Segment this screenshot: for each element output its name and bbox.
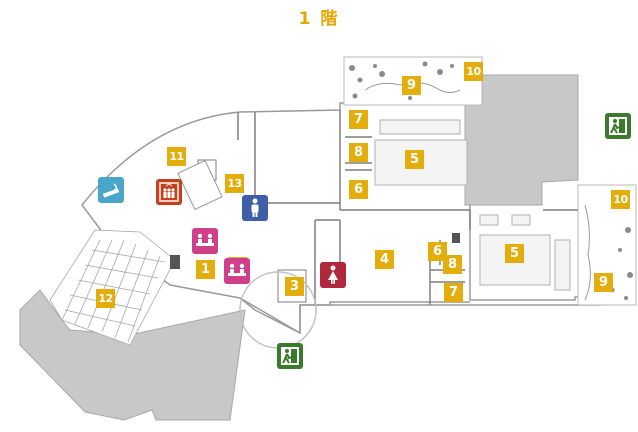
smoking-area-icon: [98, 177, 124, 203]
elevator-icon: [156, 179, 182, 205]
area-label-9: 9: [594, 273, 613, 292]
garden-plants: [349, 61, 633, 300]
stairs: [177, 159, 223, 211]
area-label-9: 9: [402, 76, 421, 95]
floor-title: 1 階: [298, 9, 340, 29]
glass-hall: [49, 229, 176, 346]
women-restroom-icon: [320, 262, 346, 288]
area-label-5: 5: [405, 150, 424, 169]
pillar-1: [452, 233, 460, 243]
emergency-exit-icon: [605, 113, 631, 139]
small-room-3: [277, 269, 307, 303]
interior-walls: [237, 110, 578, 305]
emergency-exit-icon: [277, 343, 303, 369]
area-label-5: 5: [505, 244, 524, 263]
pillar-2: [170, 255, 180, 269]
area-label-6: 6: [349, 180, 368, 199]
area-label-8: 8: [349, 143, 368, 162]
men-restroom-icon: [242, 195, 268, 221]
area-label-7: 7: [349, 110, 368, 129]
area-label-7: 7: [444, 283, 463, 302]
area-label-11: 11: [167, 147, 186, 166]
area-label-12: 12: [96, 289, 115, 308]
area-label-10: 10: [464, 62, 483, 81]
reception-counter-icon: [192, 228, 218, 254]
area-label-1: 1: [196, 260, 215, 279]
area-label-6: 6: [428, 242, 447, 261]
area-label-8: 8: [443, 255, 462, 274]
grey-zone-southwest: [19, 289, 246, 421]
area-label-13: 13: [225, 174, 244, 193]
area-label-10: 10: [611, 190, 630, 209]
area-label-4: 4: [375, 250, 394, 269]
reception-counter-icon: [224, 258, 250, 284]
grey-zone-east: [464, 74, 579, 206]
area-label-3: 3: [285, 277, 304, 296]
